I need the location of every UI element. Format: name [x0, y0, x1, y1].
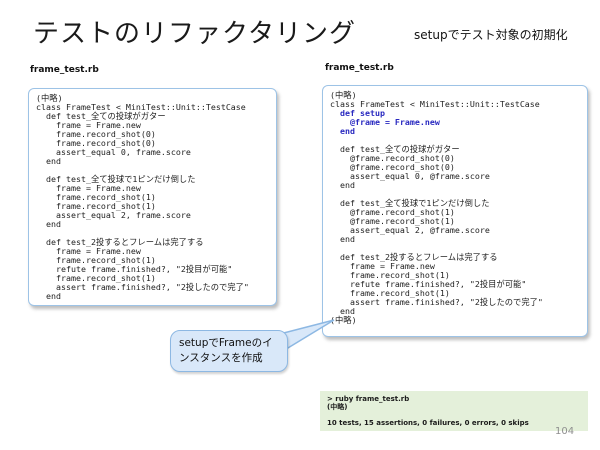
code-line: (中略) [330, 315, 357, 325]
code-line: frame.record_shot(1) [36, 273, 156, 283]
term-line: 10 tests, 15 assertions, 0 failures, 0 e… [327, 419, 529, 427]
code-line: frame.record_shot(0) [36, 138, 156, 148]
code-line: end [36, 156, 61, 166]
term-line: (中略) [327, 403, 348, 411]
right-filename-label: frame_test.rb [325, 63, 394, 73]
page-number: 104 [555, 426, 575, 437]
code-line: end [330, 180, 355, 190]
code-line: end [330, 126, 355, 136]
code-line: (中略) [330, 90, 357, 100]
code-line: frame = Frame.new [36, 246, 141, 256]
code-line: frame = Frame.new [36, 183, 141, 193]
code-line: class FrameTest < MiniTest::Unit::TestCa… [330, 99, 540, 109]
code-line: frame = Frame.new [330, 261, 435, 271]
code-line: @frame.record_shot(1) [330, 216, 455, 226]
code-line: frame.record_shot(1) [36, 255, 156, 265]
code-line: @frame.record_shot(1) [330, 207, 455, 217]
code-line: refute frame.finished?, "2投目が可能" [330, 279, 527, 289]
code-line: def setup [330, 108, 385, 118]
left-filename-label: frame_test.rb [30, 65, 99, 75]
slide-subtitle: setupでテスト対象の初期化 [414, 28, 568, 42]
code-line: def test_2投するとフレームは完了する [36, 237, 204, 247]
slide-title: テストのリファクタリング [33, 19, 356, 49]
code-line: assert frame.finished?, "2投したので完了" [36, 282, 249, 292]
term-line [327, 411, 581, 419]
code-line: class FrameTest < MiniTest::Unit::TestCa… [36, 102, 246, 112]
code-line: frame.record_shot(0) [36, 129, 156, 139]
code-line: end [36, 291, 61, 301]
code-line: assert_equal 0, @frame.score [330, 171, 490, 181]
code-line: frame.record_shot(1) [330, 270, 450, 280]
code-line: frame.record_shot(1) [36, 192, 156, 202]
code-line: end [330, 234, 355, 244]
code-line: def test_全て投球で1ピンだけ倒した [36, 174, 196, 184]
code-line: refute frame.finished?, "2投目が可能" [36, 264, 233, 274]
term-line: > ruby frame_test.rb [327, 395, 410, 403]
code-line: def test_2投するとフレームは完了する [330, 252, 498, 262]
code-line: assert frame.finished?, "2投したので完了" [330, 297, 543, 307]
code-line: @frame.record_shot(0) [330, 162, 455, 172]
code-line: def test_全ての投球がガター [36, 111, 166, 121]
code-line: assert_equal 2, @frame.score [330, 225, 490, 235]
code-line: frame.record_shot(1) [36, 201, 156, 211]
code-line: assert_equal 0, frame.score [36, 147, 191, 157]
callout-bubble: setupでFrameのイ ンスタンスを作成 [170, 330, 288, 372]
code-line: (中略) [36, 93, 63, 103]
code-line: end [330, 306, 355, 316]
code-line: frame = Frame.new [36, 120, 141, 130]
code-line: def test_全て投球で1ピンだけ倒した [330, 198, 490, 208]
code-line: assert_equal 2, frame.score [36, 210, 191, 220]
code-line: @frame = Frame.new [330, 117, 440, 127]
code-line: end [36, 219, 61, 229]
terminal-output: > ruby frame_test.rb(中略) 10 tests, 15 as… [320, 391, 588, 431]
code-line: @frame.record_shot(0) [330, 153, 455, 163]
left-code-panel: (中略)class FrameTest < MiniTest::Unit::Te… [28, 88, 277, 306]
code-line: frame.record_shot(1) [330, 288, 450, 298]
code-line: def test_全ての投球がガター [330, 144, 460, 154]
right-code-panel: (中略)class FrameTest < MiniTest::Unit::Te… [322, 85, 588, 337]
